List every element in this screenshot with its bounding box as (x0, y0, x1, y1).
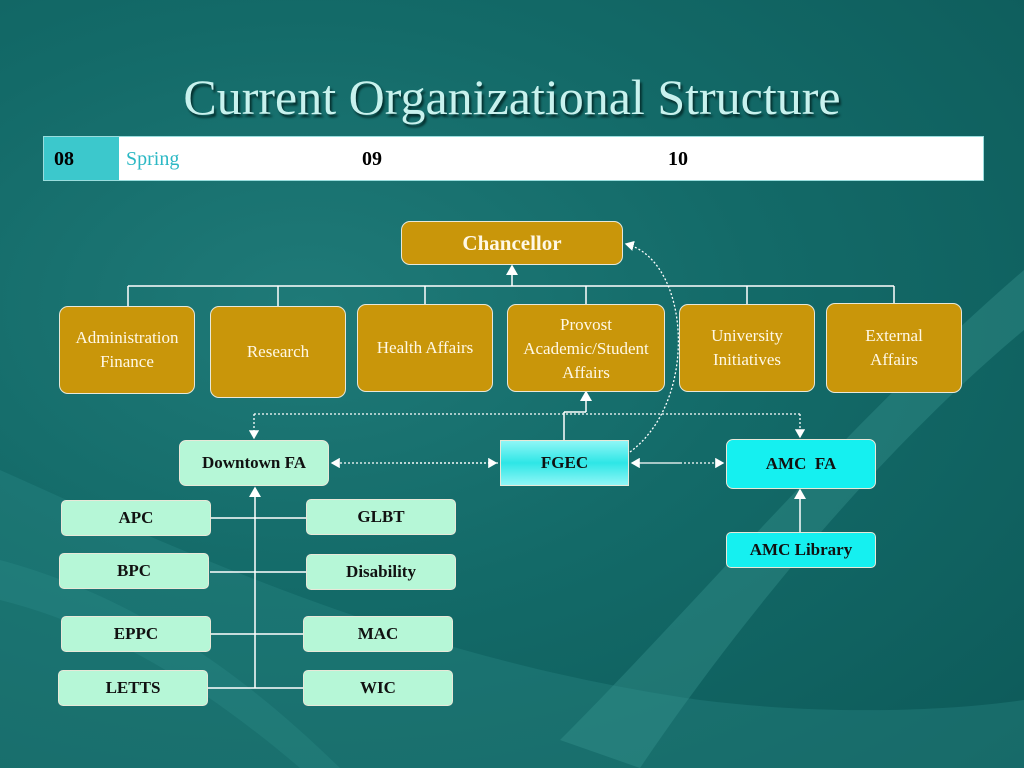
timeline-08: 08 (54, 148, 74, 170)
committee-label: MAC (357, 624, 399, 643)
division-label-line: Affairs (562, 363, 610, 382)
division-label-line: Affairs (870, 350, 918, 369)
committee-glbt: GLBT (306, 499, 456, 535)
page-title: Current Organizational Structure (183, 69, 841, 125)
amc-fa-box: AMC FA (726, 439, 876, 489)
committee-label: GLBT (357, 507, 405, 526)
committee-letts: LETTS (58, 670, 208, 706)
division-label-line: Research (246, 342, 310, 361)
committee-apc: APC (61, 500, 211, 536)
amc-fa-label: AMC FA (765, 454, 837, 473)
committee-label: WIC (360, 678, 396, 697)
committee-eppc: EPPC (61, 616, 211, 652)
committee-disability: Disability (306, 554, 456, 590)
timeline-10: 10 (668, 148, 688, 170)
division-health-affairs: Health Affairs (357, 304, 493, 392)
chancellor-box: Chancellor (401, 221, 623, 265)
committee-label: BPC (117, 561, 151, 580)
division-label-line: Finance (100, 352, 154, 371)
division-label-line: University (711, 326, 783, 345)
committee-label: APC (118, 508, 154, 527)
division-label-line: Academic/Student (523, 339, 649, 358)
amc-library-box: AMC Library (726, 532, 876, 568)
timeline-09: 09 (362, 148, 382, 170)
committee-label: Disability (346, 562, 416, 581)
division-label-line: Initiatives (713, 350, 781, 369)
timeline-spring: Spring (126, 148, 180, 170)
chancellor-label: Chancellor (462, 231, 562, 255)
committee-label: LETTS (105, 678, 161, 697)
fgec-label: FGEC (540, 453, 589, 472)
division-research: Research (210, 306, 346, 398)
division-label-line: Health Affairs (376, 338, 474, 357)
division-label-line: Administration (75, 328, 179, 347)
downtown-fa-box: Downtown FA (179, 440, 329, 486)
committee-label: EPPC (113, 624, 159, 643)
committee-wic: WIC (303, 670, 453, 706)
division-label-line: External (865, 326, 923, 345)
timeline-bar: 08 Spring 09 10 (43, 136, 984, 181)
committee-mac: MAC (303, 616, 453, 652)
fgec-box: FGEC (500, 440, 629, 486)
timeline-08-cell: 08 (44, 137, 119, 180)
amc-library-label: AMC Library (749, 540, 853, 559)
downtown-fa-label: Downtown FA (201, 453, 307, 472)
committee-bpc: BPC (59, 553, 209, 589)
division-label-line: Provost (560, 315, 612, 334)
